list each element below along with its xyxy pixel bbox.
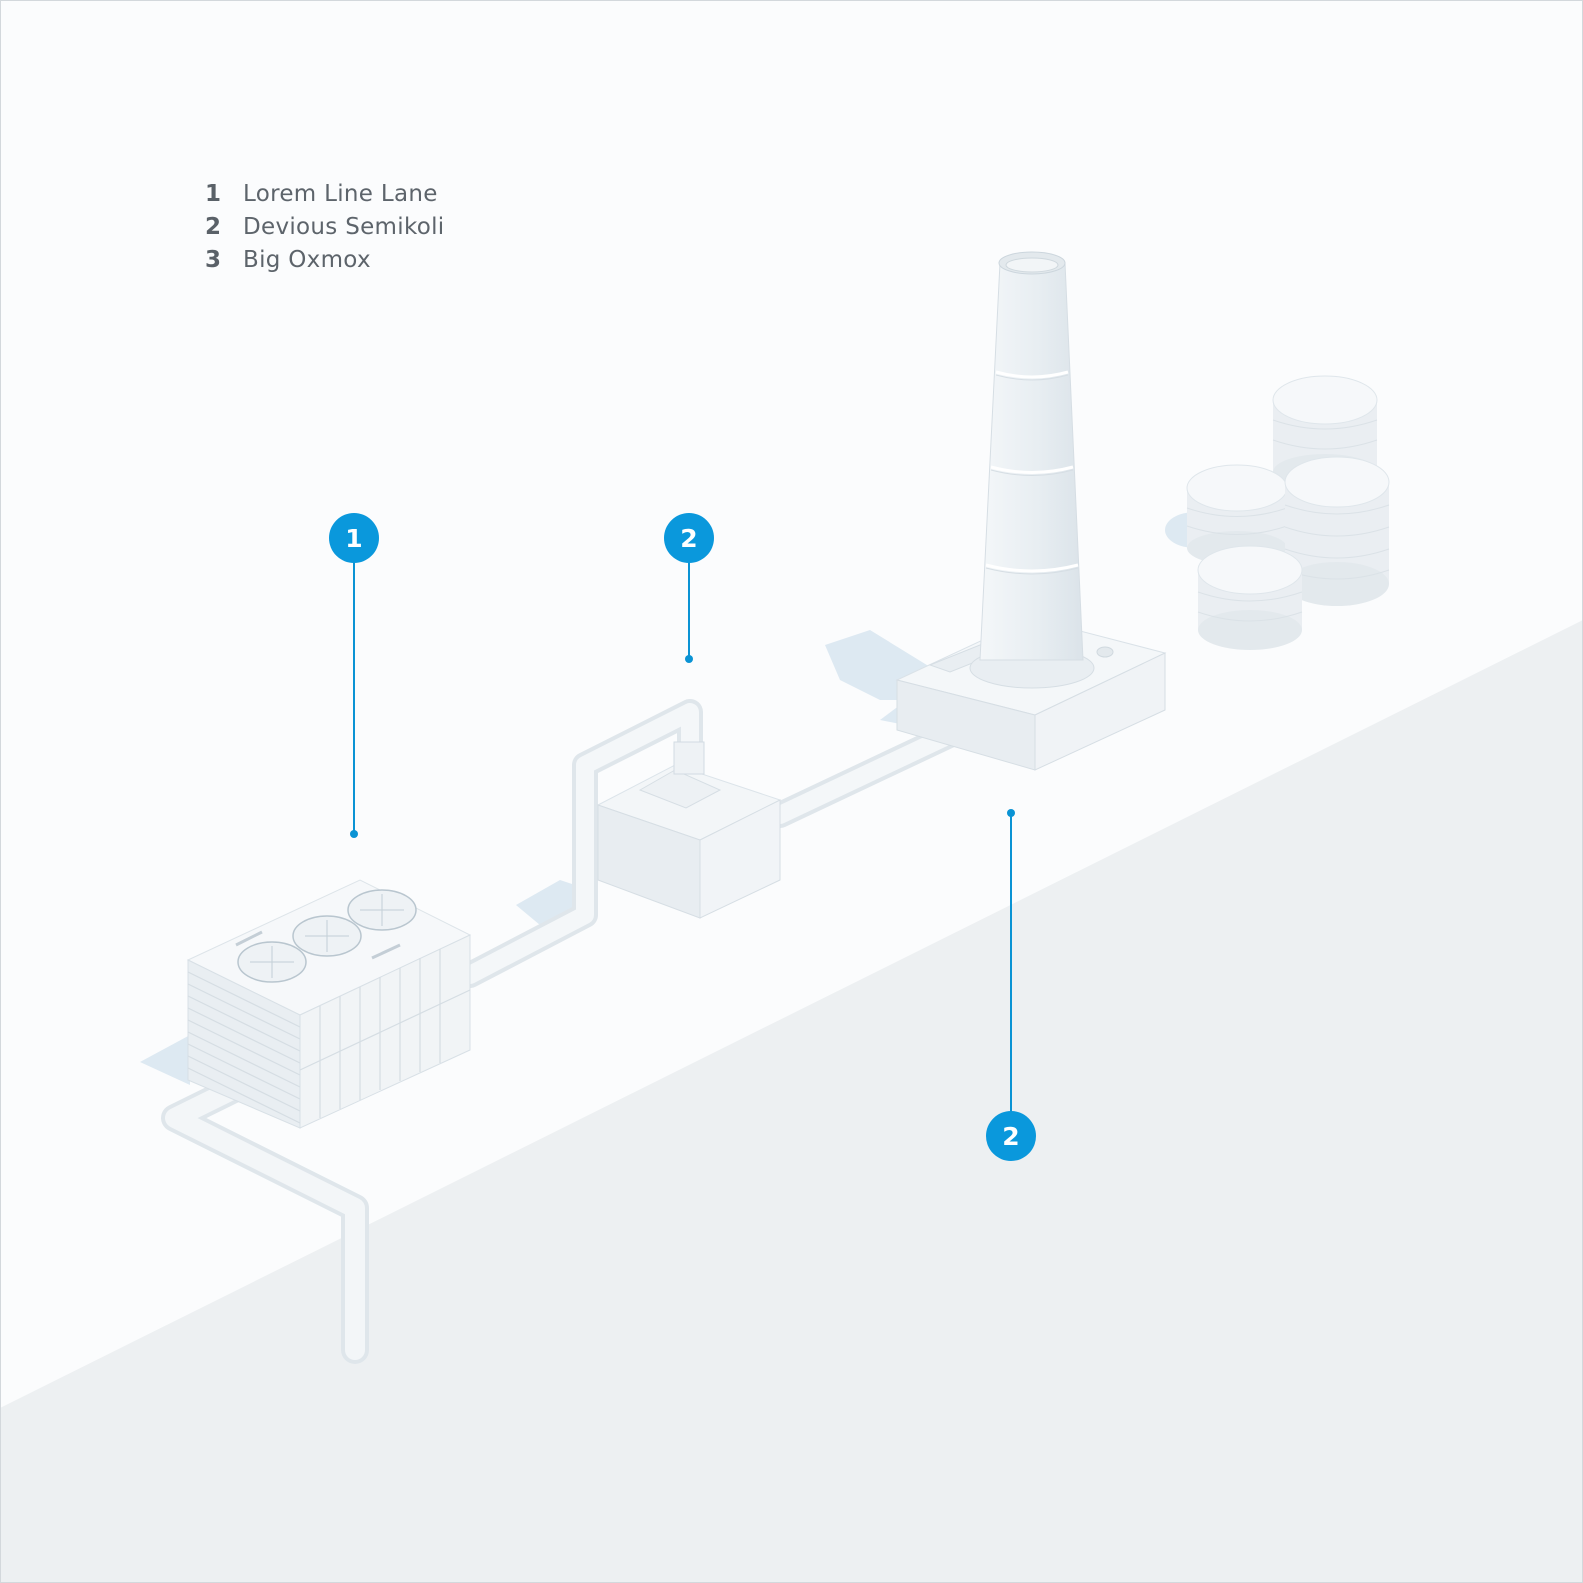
cooling-unit-icon (186, 879, 472, 1129)
chimney-icon (895, 251, 1167, 771)
legend-item: 3 Big Oxmox (205, 244, 445, 277)
legend-number: 2 (205, 214, 222, 240)
callout-line-3 (1010, 813, 1012, 1113)
legend-item: 2 Devious Semikoli (205, 211, 445, 244)
pump-housing-icon (596, 741, 782, 919)
callout-badge-1[interactable]: 1 (329, 513, 379, 563)
pipeline-icon (161, 699, 973, 1396)
ground-side-face (0, 620, 1583, 1583)
legend-label: Big Oxmox (243, 247, 371, 273)
legend-label: Lorem Line Lane (243, 181, 438, 207)
storage-tanks-icon (1186, 375, 1390, 650)
callout-dot-1 (350, 830, 358, 838)
callout-dot-2 (685, 655, 693, 663)
legend-item: 1 Lorem Line Lane (205, 178, 445, 211)
callout-dot-3 (1007, 809, 1015, 817)
callout-badge-3[interactable]: 2 (986, 1111, 1036, 1161)
callout-line-1 (353, 560, 355, 834)
legend: 1 Lorem Line Lane 2 Devious Semikoli 3 B… (205, 178, 445, 277)
callout-line-2 (688, 560, 690, 658)
legend-label: Devious Semikoli (243, 214, 445, 240)
legend-number: 1 (205, 181, 222, 207)
callout-badge-2[interactable]: 2 (664, 513, 714, 563)
legend-number: 3 (205, 247, 222, 273)
